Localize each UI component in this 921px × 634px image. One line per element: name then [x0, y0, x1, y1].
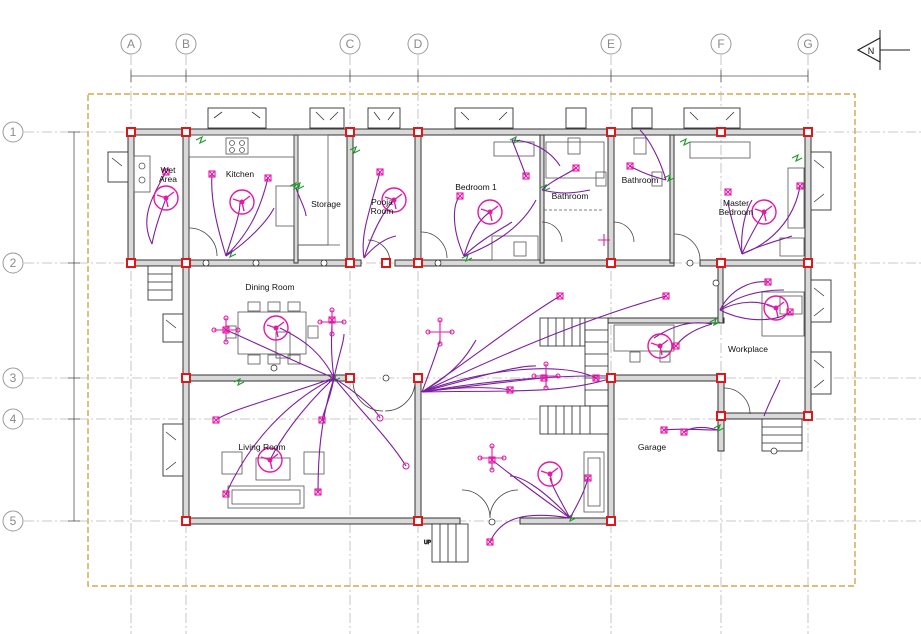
- switch-boards: [195, 135, 803, 523]
- dimension-lines: [68, 70, 809, 522]
- svg-text:B: B: [182, 37, 190, 51]
- dining-table: [225, 301, 319, 365]
- north-arrow-icon: N: [856, 30, 910, 70]
- svg-text:A: A: [127, 37, 135, 51]
- room-label-bedroom1: Bedroom 1: [455, 182, 497, 192]
- svg-text:F: F: [717, 37, 724, 51]
- room-label-storage: Storage: [311, 199, 341, 209]
- svg-text:C: C: [346, 37, 355, 51]
- bedroom1-bed: [491, 141, 539, 261]
- grid-bubble-1: 1: [2, 121, 24, 143]
- grid-bubble-4: 4: [2, 408, 24, 430]
- ceiling-fans: [153, 185, 789, 487]
- room-label-garage: Garage: [638, 442, 667, 452]
- pendant-lights: [211, 234, 610, 473]
- room-label-bathroom2: Bathroom: [622, 175, 659, 185]
- master-bedroom-furniture: [689, 141, 805, 257]
- grid-bubble-f: F: [710, 33, 732, 55]
- fan-icon: [751, 199, 777, 225]
- electrical-wiring: [146, 129, 801, 543]
- fan-icon: [537, 461, 563, 487]
- svg-text:5: 5: [10, 514, 17, 528]
- fan-icon: [257, 447, 283, 473]
- grid-bubble-3: 3: [2, 367, 24, 389]
- fan-icon: [647, 333, 673, 359]
- fan-icon: [381, 187, 407, 213]
- kitchen-counter: [188, 134, 295, 227]
- structural-columns: [126, 127, 813, 526]
- grid-bubble-b: B: [175, 33, 197, 55]
- doors: [188, 221, 751, 519]
- fan-icon: [229, 189, 255, 215]
- grid-bubble-e: E: [600, 33, 622, 55]
- svg-text:N: N: [868, 46, 875, 56]
- grid-column-bubbles: A B C D E F G: [120, 33, 819, 55]
- grid-bubble-2: 2: [2, 252, 24, 274]
- fan-icon: [153, 185, 179, 211]
- svg-text:2: 2: [10, 256, 17, 270]
- fan-icon: [263, 315, 289, 341]
- room-label-living-room: Living Room: [238, 442, 285, 452]
- bathroom-fixtures: [544, 137, 663, 211]
- wet-area-fixtures: [133, 155, 151, 193]
- fan-icon: [763, 295, 789, 321]
- grid-row-bubbles: 1 2 3 4 5: [2, 121, 24, 532]
- svg-text:4: 4: [10, 412, 17, 426]
- grid-bubble-a: A: [120, 33, 142, 55]
- svg-text:3: 3: [10, 371, 17, 385]
- grid-bubble-g: G: [797, 33, 819, 55]
- light-points: [162, 162, 804, 546]
- site-boundary: [87, 93, 856, 587]
- grid-bubble-d: D: [407, 33, 429, 55]
- entrance-steps-left: [147, 265, 173, 301]
- workplace-desk: [613, 291, 805, 363]
- storage-shelves: [297, 134, 340, 246]
- walls: [127, 128, 812, 525]
- room-label-bathroom1: Bathroom: [552, 191, 589, 201]
- room-label-workplace: Workplace: [728, 344, 768, 354]
- furniture: [133, 134, 805, 513]
- svg-text:1: 1: [10, 125, 17, 139]
- exhaust-points: [202, 259, 778, 526]
- svg-text:UP: UP: [424, 540, 432, 546]
- grid-lines: [24, 55, 921, 634]
- entrance-steps-right: [761, 418, 803, 452]
- windows: [107, 107, 832, 477]
- entrance-steps-bottom: UP: [424, 523, 469, 563]
- living-sofa-set: [221, 451, 325, 509]
- fan-icon: [477, 199, 503, 225]
- room-label-kitchen: Kitchen: [226, 169, 255, 179]
- svg-text:D: D: [414, 37, 423, 51]
- garage-sofa: [583, 451, 605, 513]
- grid-bubble-c: C: [339, 33, 361, 55]
- grid-bubble-5: 5: [2, 510, 24, 532]
- svg-text:G: G: [803, 37, 812, 51]
- room-label-dining-room: Dining Room: [245, 282, 294, 292]
- svg-text:E: E: [607, 37, 615, 51]
